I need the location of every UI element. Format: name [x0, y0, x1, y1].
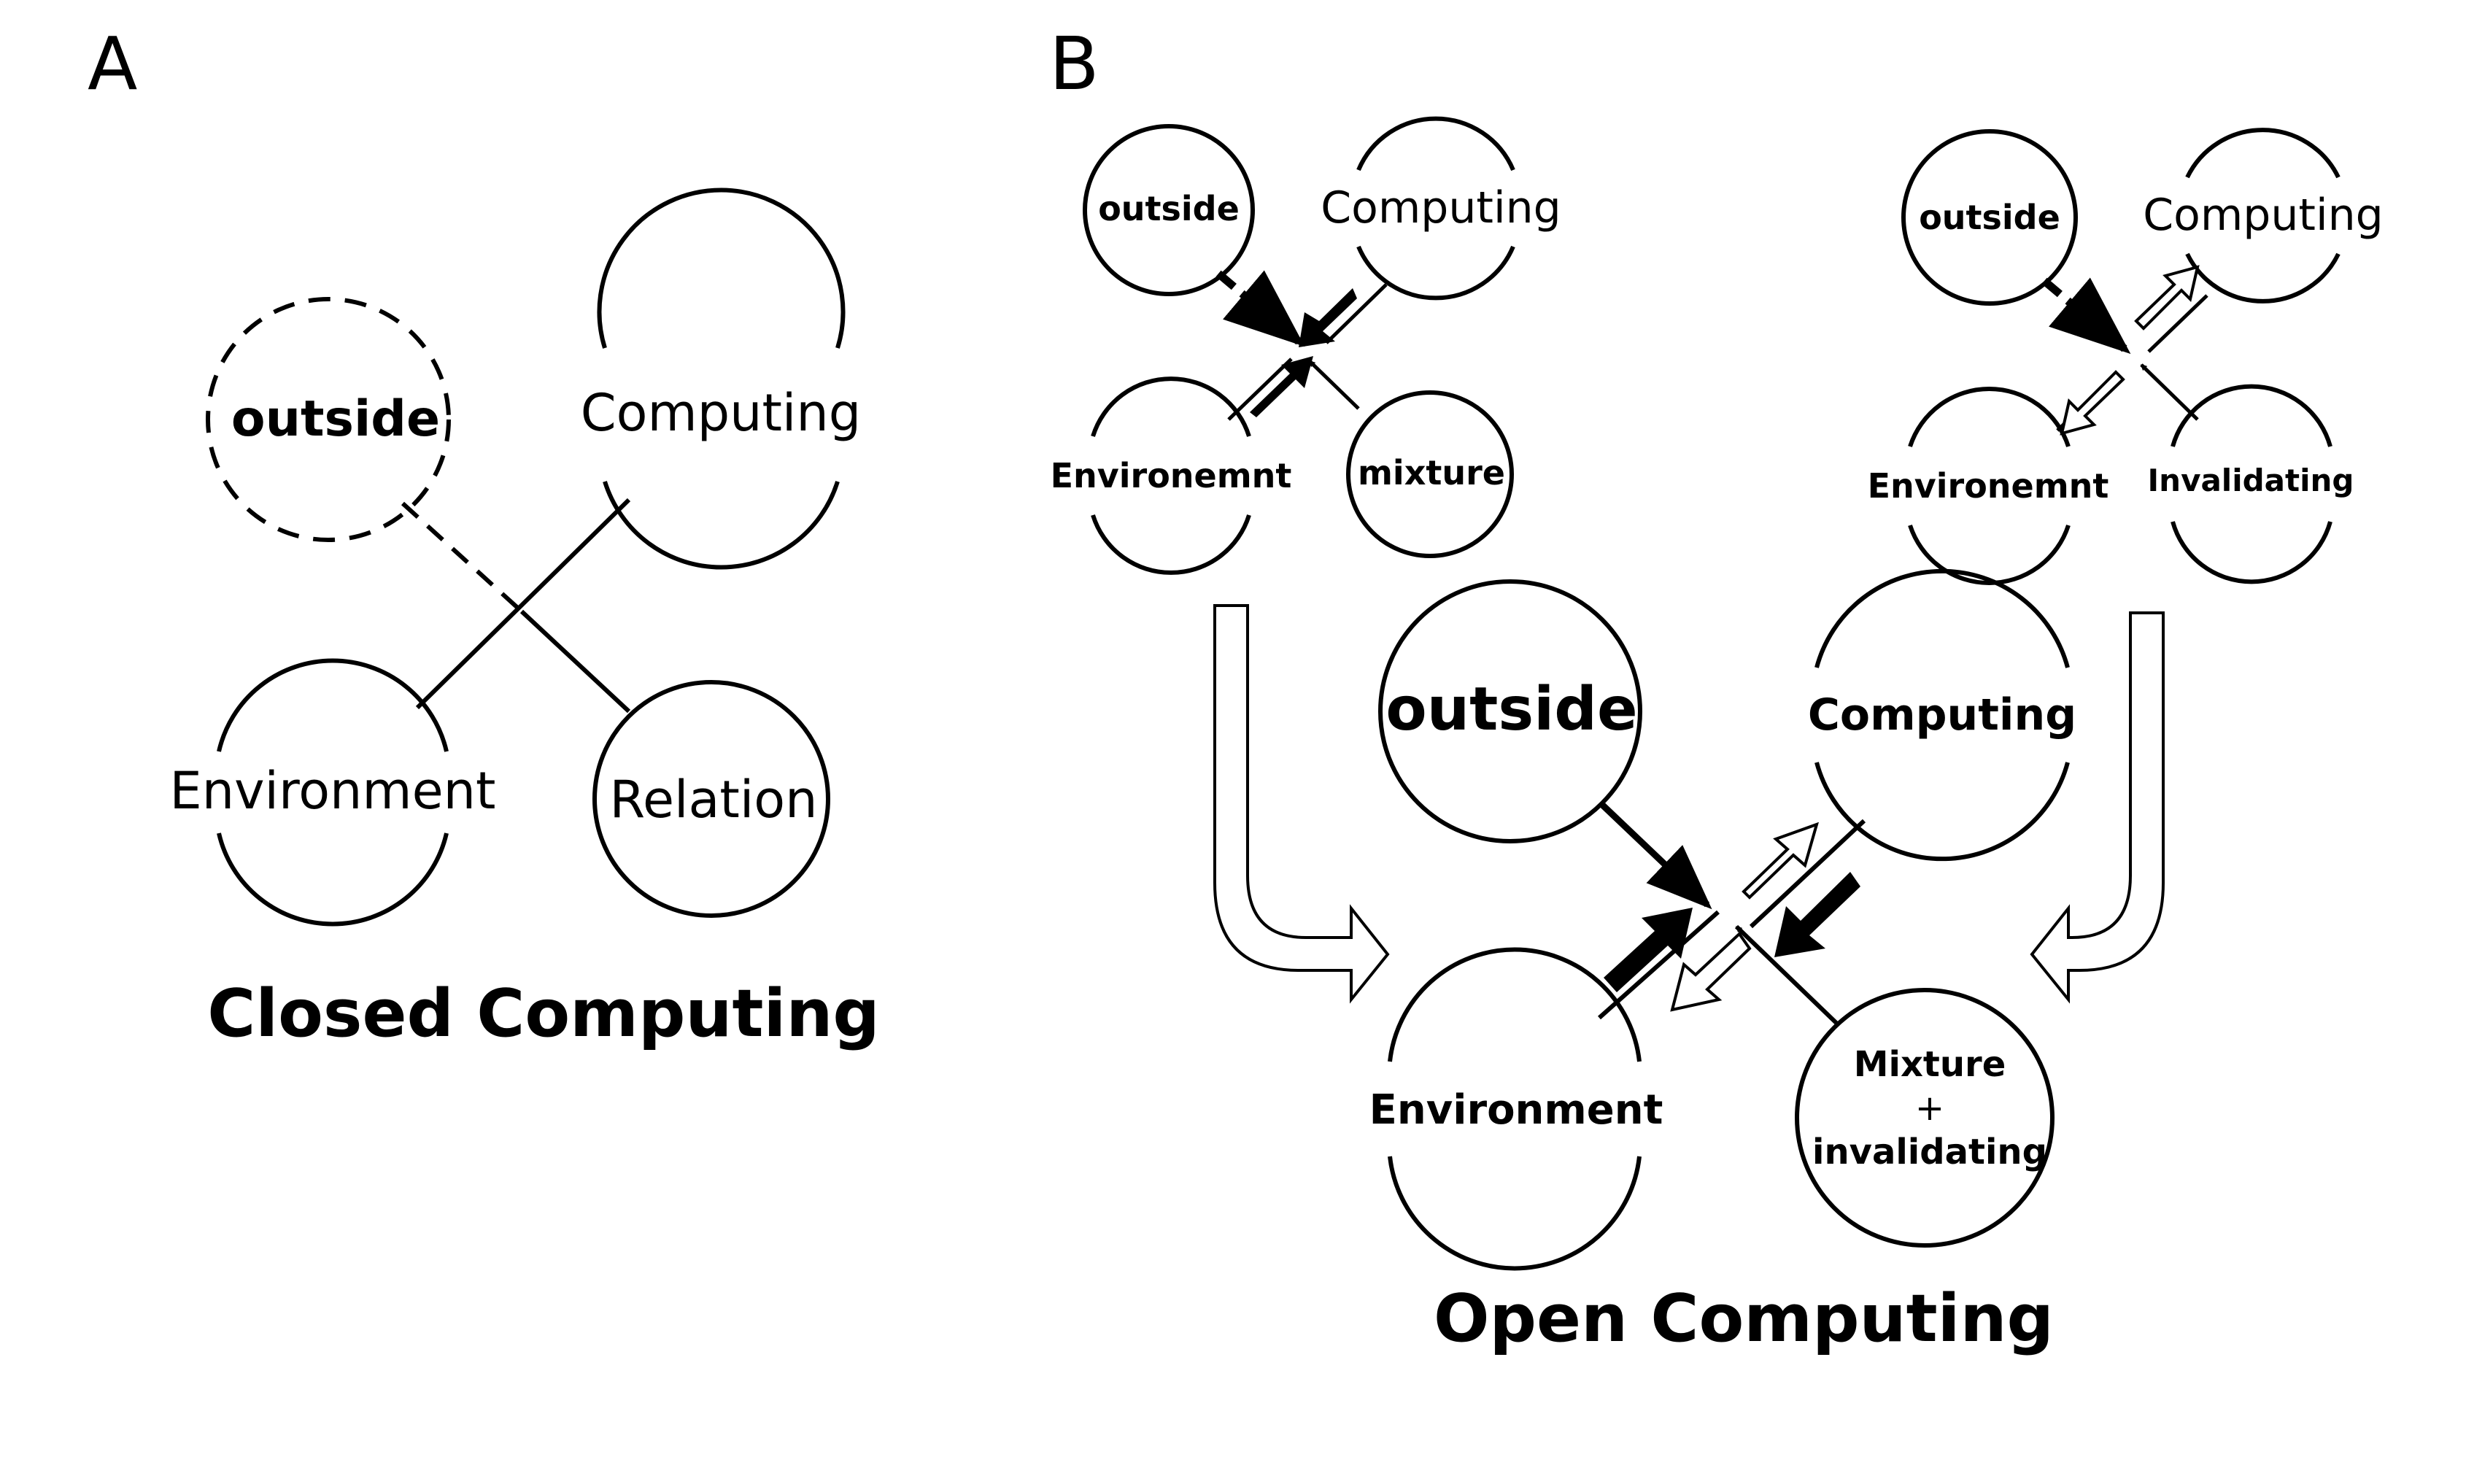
- right-environment-label: Environemnt: [1868, 466, 2109, 506]
- panel-a: A outside Computing Environment Relation…: [88, 21, 880, 1052]
- closed-link-relation: [519, 609, 631, 714]
- left-environment-node: [1091, 376, 1251, 575]
- center-outside-arrow: [1599, 801, 1712, 910]
- right-outside-label: outside: [1919, 198, 2060, 237]
- closed-computing-caption: Closed Computing: [207, 975, 880, 1052]
- right-small-diagram: outside Computing Environemnt Invalidati…: [1868, 128, 2384, 585]
- center-environment-link: [1598, 910, 1720, 1020]
- closed-environment-label: Environment: [170, 761, 496, 821]
- right-environment-hollow-arrow: [2060, 370, 2125, 436]
- right-computing-label: Computing: [2143, 190, 2383, 241]
- left-computing-filled-arrow: [1299, 288, 1357, 347]
- left-flow-arrow: [1213, 604, 1390, 1004]
- closed-environment-node: [217, 658, 449, 927]
- panel-b: B outside Computing Environemnt mixture …: [1049, 21, 2384, 1357]
- right-computing-link: [2147, 294, 2208, 353]
- left-corner-node: [1346, 390, 1514, 558]
- right-computing-hollow-arrow: [2134, 265, 2200, 331]
- closed-relation-node: [592, 680, 830, 918]
- right-outside-node: [1901, 129, 2078, 306]
- panel-b-letter: B: [1049, 21, 1099, 107]
- left-small-diagram: outside Computing Environemnt mixture: [1051, 116, 1561, 575]
- center-corner-label-1: Mixture: [1854, 1044, 2006, 1085]
- left-environment-link: [1227, 358, 1293, 421]
- center-computing-link: [1749, 819, 1866, 929]
- center-environment-label: Environment: [1369, 1086, 1663, 1134]
- closed-computing-label: Computing: [581, 383, 861, 443]
- center-diagram: outside Computing Environment Mixture + …: [1369, 568, 2076, 1271]
- center-corner-label-2: +: [1915, 1088, 1944, 1129]
- closed-link-computing-environment: [415, 498, 631, 710]
- center-corner-arrow: [1734, 924, 1841, 1027]
- right-corner-node: [2171, 384, 2332, 584]
- left-outside-dashed-arrow: [1215, 270, 1305, 347]
- center-outside-node: [1378, 579, 1642, 843]
- panel-a-letter: A: [88, 21, 137, 107]
- closed-relation-label: Relation: [610, 770, 818, 830]
- left-computing-link: [1325, 283, 1388, 344]
- right-corner-label: Invalidating: [2148, 463, 2354, 498]
- closed-link-outside-dashed: [401, 501, 524, 614]
- center-computing-label: Computing: [1808, 689, 2076, 741]
- right-computing-node: [2185, 128, 2341, 304]
- right-environment-node: [1908, 387, 2071, 585]
- closed-outside-label: outside: [231, 390, 440, 448]
- center-environment-filled-arrow: [1604, 908, 1693, 992]
- left-outside-node: [1083, 124, 1255, 296]
- center-environment-hollow-arrow: [1670, 931, 1752, 1012]
- left-environment-label: Environemnt: [1051, 456, 1292, 495]
- right-corner-arrow: [2140, 363, 2199, 421]
- center-environment-node: [1388, 947, 1642, 1271]
- left-outside-label: outside: [1098, 189, 1240, 228]
- center-corner-label-3: invalidating: [1812, 1132, 2047, 1172]
- center-computing-filled-arrow: [1774, 872, 1860, 957]
- open-computing-caption: Open Computing: [1434, 1280, 2054, 1357]
- left-computing-node: [1356, 116, 1515, 301]
- left-corner-arrow: [1308, 360, 1360, 410]
- center-computing-node: [1814, 568, 2070, 862]
- right-outside-dashed-arrow: [2041, 277, 2131, 355]
- left-computing-label: Computing: [1321, 182, 1561, 233]
- left-environment-filled-arrow: [1250, 356, 1313, 417]
- right-flow-arrow: [2030, 611, 2165, 1004]
- center-computing-hollow-arrow: [1742, 822, 1819, 900]
- closed-computing-node: [597, 188, 846, 570]
- center-outside-label: outside: [1385, 675, 1637, 744]
- left-corner-label: mixture: [1358, 453, 1505, 492]
- center-corner-node: [1795, 988, 2055, 1248]
- closed-outside-node: [206, 297, 451, 542]
